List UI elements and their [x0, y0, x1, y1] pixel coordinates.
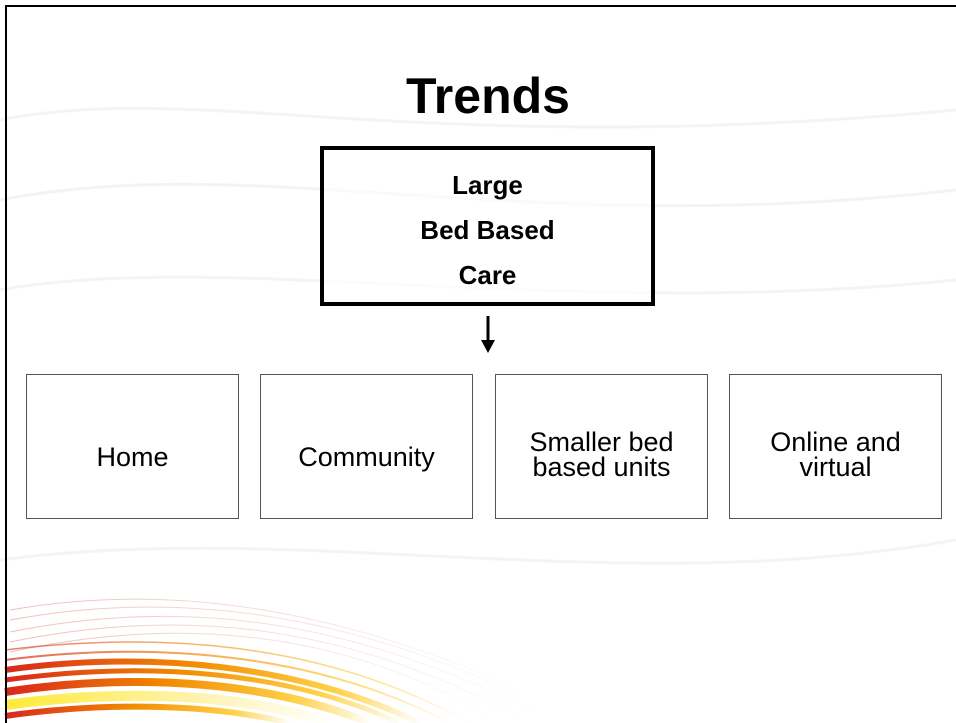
trend-label-line-2: based units: [532, 452, 671, 482]
trend-label-line-1: Smaller bed: [529, 427, 674, 457]
main-box-line-1: Large: [452, 170, 523, 200]
main-box-line-2: Bed Based: [420, 215, 555, 245]
large-bed-based-care-box: Large Bed Based Care: [320, 146, 655, 306]
trend-box-community: Community: [260, 374, 473, 519]
trend-label-line-1: Online and: [770, 427, 901, 457]
down-arrow-icon: [481, 316, 495, 353]
trend-box-home: Home: [26, 374, 239, 519]
trend-label: Home: [96, 442, 169, 472]
trend-box-smaller-bed-based-units: Smaller bed based units: [495, 374, 708, 519]
trend-label-line-2: virtual: [799, 452, 872, 482]
trend-label: Community: [298, 442, 435, 472]
trend-box-online-and-virtual: Online and virtual: [729, 374, 942, 519]
main-box-line-3: Care: [458, 260, 517, 290]
page-title: Trends: [406, 68, 570, 124]
